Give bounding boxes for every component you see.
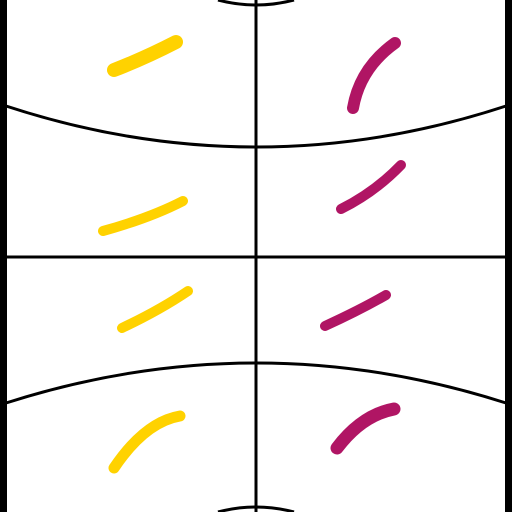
right-border [505,0,512,512]
yellow-stroke-2[interactable] [98,196,188,236]
lower-curve-line [5,361,507,405]
upper-curve-line [5,104,507,149]
left-border [0,0,7,512]
magenta-stroke-4[interactable] [330,402,401,455]
magenta-stroke-2[interactable] [336,160,406,214]
magenta-stroke-1[interactable] [347,37,401,114]
yellow-stroke-3[interactable] [117,286,193,333]
yellow-stroke-4[interactable] [108,410,186,474]
yellow-stroke-1[interactable] [107,35,183,77]
magenta-stroke-3[interactable] [320,290,391,331]
